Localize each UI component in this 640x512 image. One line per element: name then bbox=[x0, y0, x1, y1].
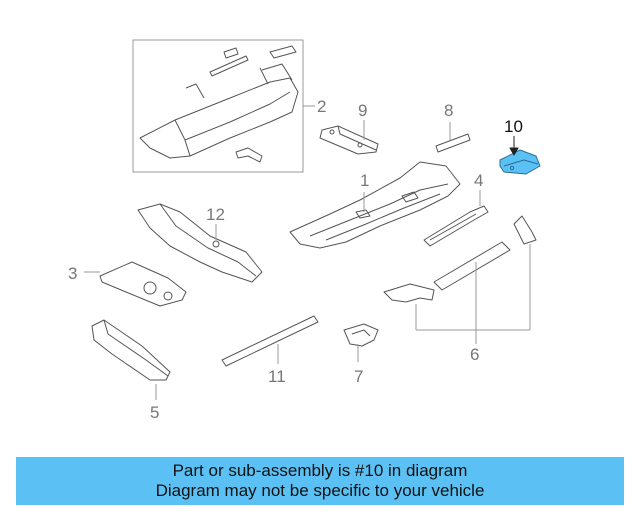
footer-banner: Part or sub-assembly is #10 in diagram D… bbox=[16, 457, 624, 505]
callout-9: 9 bbox=[358, 101, 368, 120]
callout-5: 5 bbox=[150, 403, 160, 422]
callout-1: 1 bbox=[360, 171, 370, 190]
part-2-floor-tunnel bbox=[139, 45, 299, 163]
part-3-panel bbox=[99, 261, 187, 307]
callout-8: 8 bbox=[444, 101, 454, 120]
callout-12: 12 bbox=[206, 205, 225, 224]
callout-6: 6 bbox=[470, 345, 480, 364]
part-4-rail bbox=[423, 205, 489, 247]
footer-line-1: Part or sub-assembly is #10 in diagram bbox=[172, 461, 468, 480]
callout-7: 7 bbox=[354, 367, 364, 386]
leader-6 bbox=[415, 244, 531, 344]
part-8-strip bbox=[435, 133, 471, 153]
callout-3: 3 bbox=[68, 264, 78, 283]
part-9-bracket bbox=[319, 125, 379, 155]
callout-11: 11 bbox=[268, 367, 286, 386]
leader-10-arrow bbox=[509, 147, 519, 156]
part-5-member bbox=[91, 319, 171, 381]
footer-line-2: Diagram may not be specific to your vehi… bbox=[155, 481, 485, 500]
part-7-clip bbox=[343, 323, 379, 347]
part-6-assembly bbox=[383, 215, 537, 303]
callout-10: 10 bbox=[504, 117, 523, 136]
part-12-tunnel-rear bbox=[137, 203, 263, 283]
callout-4: 4 bbox=[474, 171, 484, 190]
part-1-floor-pan bbox=[289, 161, 461, 249]
part-10-highlighted bbox=[499, 149, 541, 175]
part-11-bar bbox=[221, 315, 319, 367]
callout-2: 2 bbox=[317, 97, 327, 116]
